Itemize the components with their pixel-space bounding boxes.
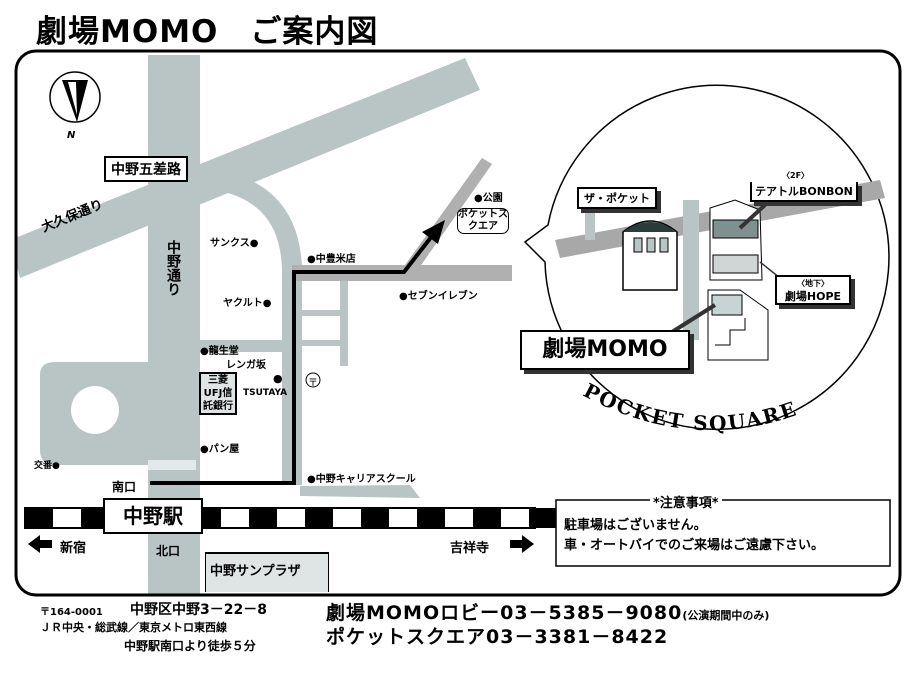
hope-name: 劇場HOPE xyxy=(784,290,842,303)
bank-label: 三菱UFJ信託銀行 xyxy=(199,372,237,415)
renga-label: レンガ坂 xyxy=(226,360,266,371)
notice-box xyxy=(555,499,891,567)
momo-tel-number: 劇場MOMOロビー03－5385－9080 xyxy=(326,602,683,624)
compass-north-label: N xyxy=(67,130,76,141)
inset-bubble xyxy=(523,84,890,431)
pocket-square-label: ポケットスクエア xyxy=(457,208,509,234)
railway-stripe xyxy=(249,508,277,528)
map-title: 劇場MOMO ご案内図 xyxy=(36,14,379,50)
railway-stripe xyxy=(81,508,109,528)
gosaro-label: 中野五差路 xyxy=(104,156,188,182)
pocket-square-tel: ポケットスクエア03－3381－8422 xyxy=(326,626,669,648)
notice-line: 駐車場はございません。 xyxy=(564,518,707,533)
ryuseido-label: ●龍生堂 xyxy=(200,346,239,357)
komeya-label: ●中豊米店 xyxy=(307,254,356,265)
sunkus-label: サンクス● xyxy=(210,238,259,249)
panya-label: ●パン屋 xyxy=(200,444,240,455)
hope-floor: 〈地下〉 xyxy=(797,279,829,288)
notice-text: 駐車場はございません。 車・オートバイでのご来場はご遠慮下さい。 xyxy=(564,516,824,556)
momo-tel: 劇場MOMOロビー03－5385－9080(公演期間中のみ) xyxy=(326,598,769,625)
railway-stripe xyxy=(25,508,53,528)
nakano-dori-label: 中野通り xyxy=(165,240,181,296)
railway-stripe xyxy=(305,508,333,528)
park-label: ●公園 xyxy=(474,193,503,204)
bonbon-label: テアトルBONBON xyxy=(750,182,858,202)
nakano-station-label: 中野駅 xyxy=(103,498,203,534)
arrow-left-icon xyxy=(28,535,52,553)
address: 中野区中野3－22－8 xyxy=(130,602,267,618)
kichijoji-label: 吉祥寺 xyxy=(450,541,490,556)
route-path xyxy=(150,234,434,485)
north-exit-label: 北口 xyxy=(156,544,181,558)
railway-stripe xyxy=(361,508,389,528)
south-exit-label: 南口 xyxy=(112,480,137,494)
post-office-label: 〒 xyxy=(308,378,318,389)
route-arrow xyxy=(422,220,445,244)
momo-label: 劇場MOMO xyxy=(520,330,690,370)
notice-title: *注意事項* xyxy=(650,492,722,511)
career-school-label: ●中野キャリアスクール xyxy=(307,474,416,485)
shinjuku-label: 新宿 xyxy=(60,541,87,556)
sunplaza-label: 中野サンプラザ xyxy=(205,552,329,592)
post-office-icon xyxy=(305,372,321,388)
railway-stripe xyxy=(417,508,445,528)
curved-road xyxy=(199,168,302,485)
railway-stripe xyxy=(529,508,557,528)
arrow-right-icon xyxy=(510,535,534,553)
the-pocket-label: ザ・ポケット xyxy=(577,187,657,209)
bonbon-floor-label: 〈2F〉 xyxy=(782,171,810,180)
momo-tel-note: (公演期間中のみ) xyxy=(682,609,770,622)
koban-label: 交番● xyxy=(34,461,60,471)
postal-code: 〒164-0001 xyxy=(40,607,103,618)
tsutaya-label: TSUTAYA xyxy=(243,388,288,398)
map-frame xyxy=(14,49,902,597)
notice-line: 車・オートバイでのご来場はご遠慮下さい。 xyxy=(564,538,825,553)
tsutaya-dot: ● xyxy=(273,372,283,385)
railway-stripe xyxy=(473,508,501,528)
seven-eleven-label: ●セブンイレブン xyxy=(399,291,478,302)
yakult-label: ヤクルト● xyxy=(223,298,272,309)
walk-time: 中野駅南口より徒歩５分 xyxy=(124,639,256,653)
hope-label: 〈地下〉劇場HOPE xyxy=(775,275,851,305)
train-lines: ＪＲ中央・総武線／東京メトロ東西線 xyxy=(40,621,227,634)
okubo-road xyxy=(16,58,480,278)
